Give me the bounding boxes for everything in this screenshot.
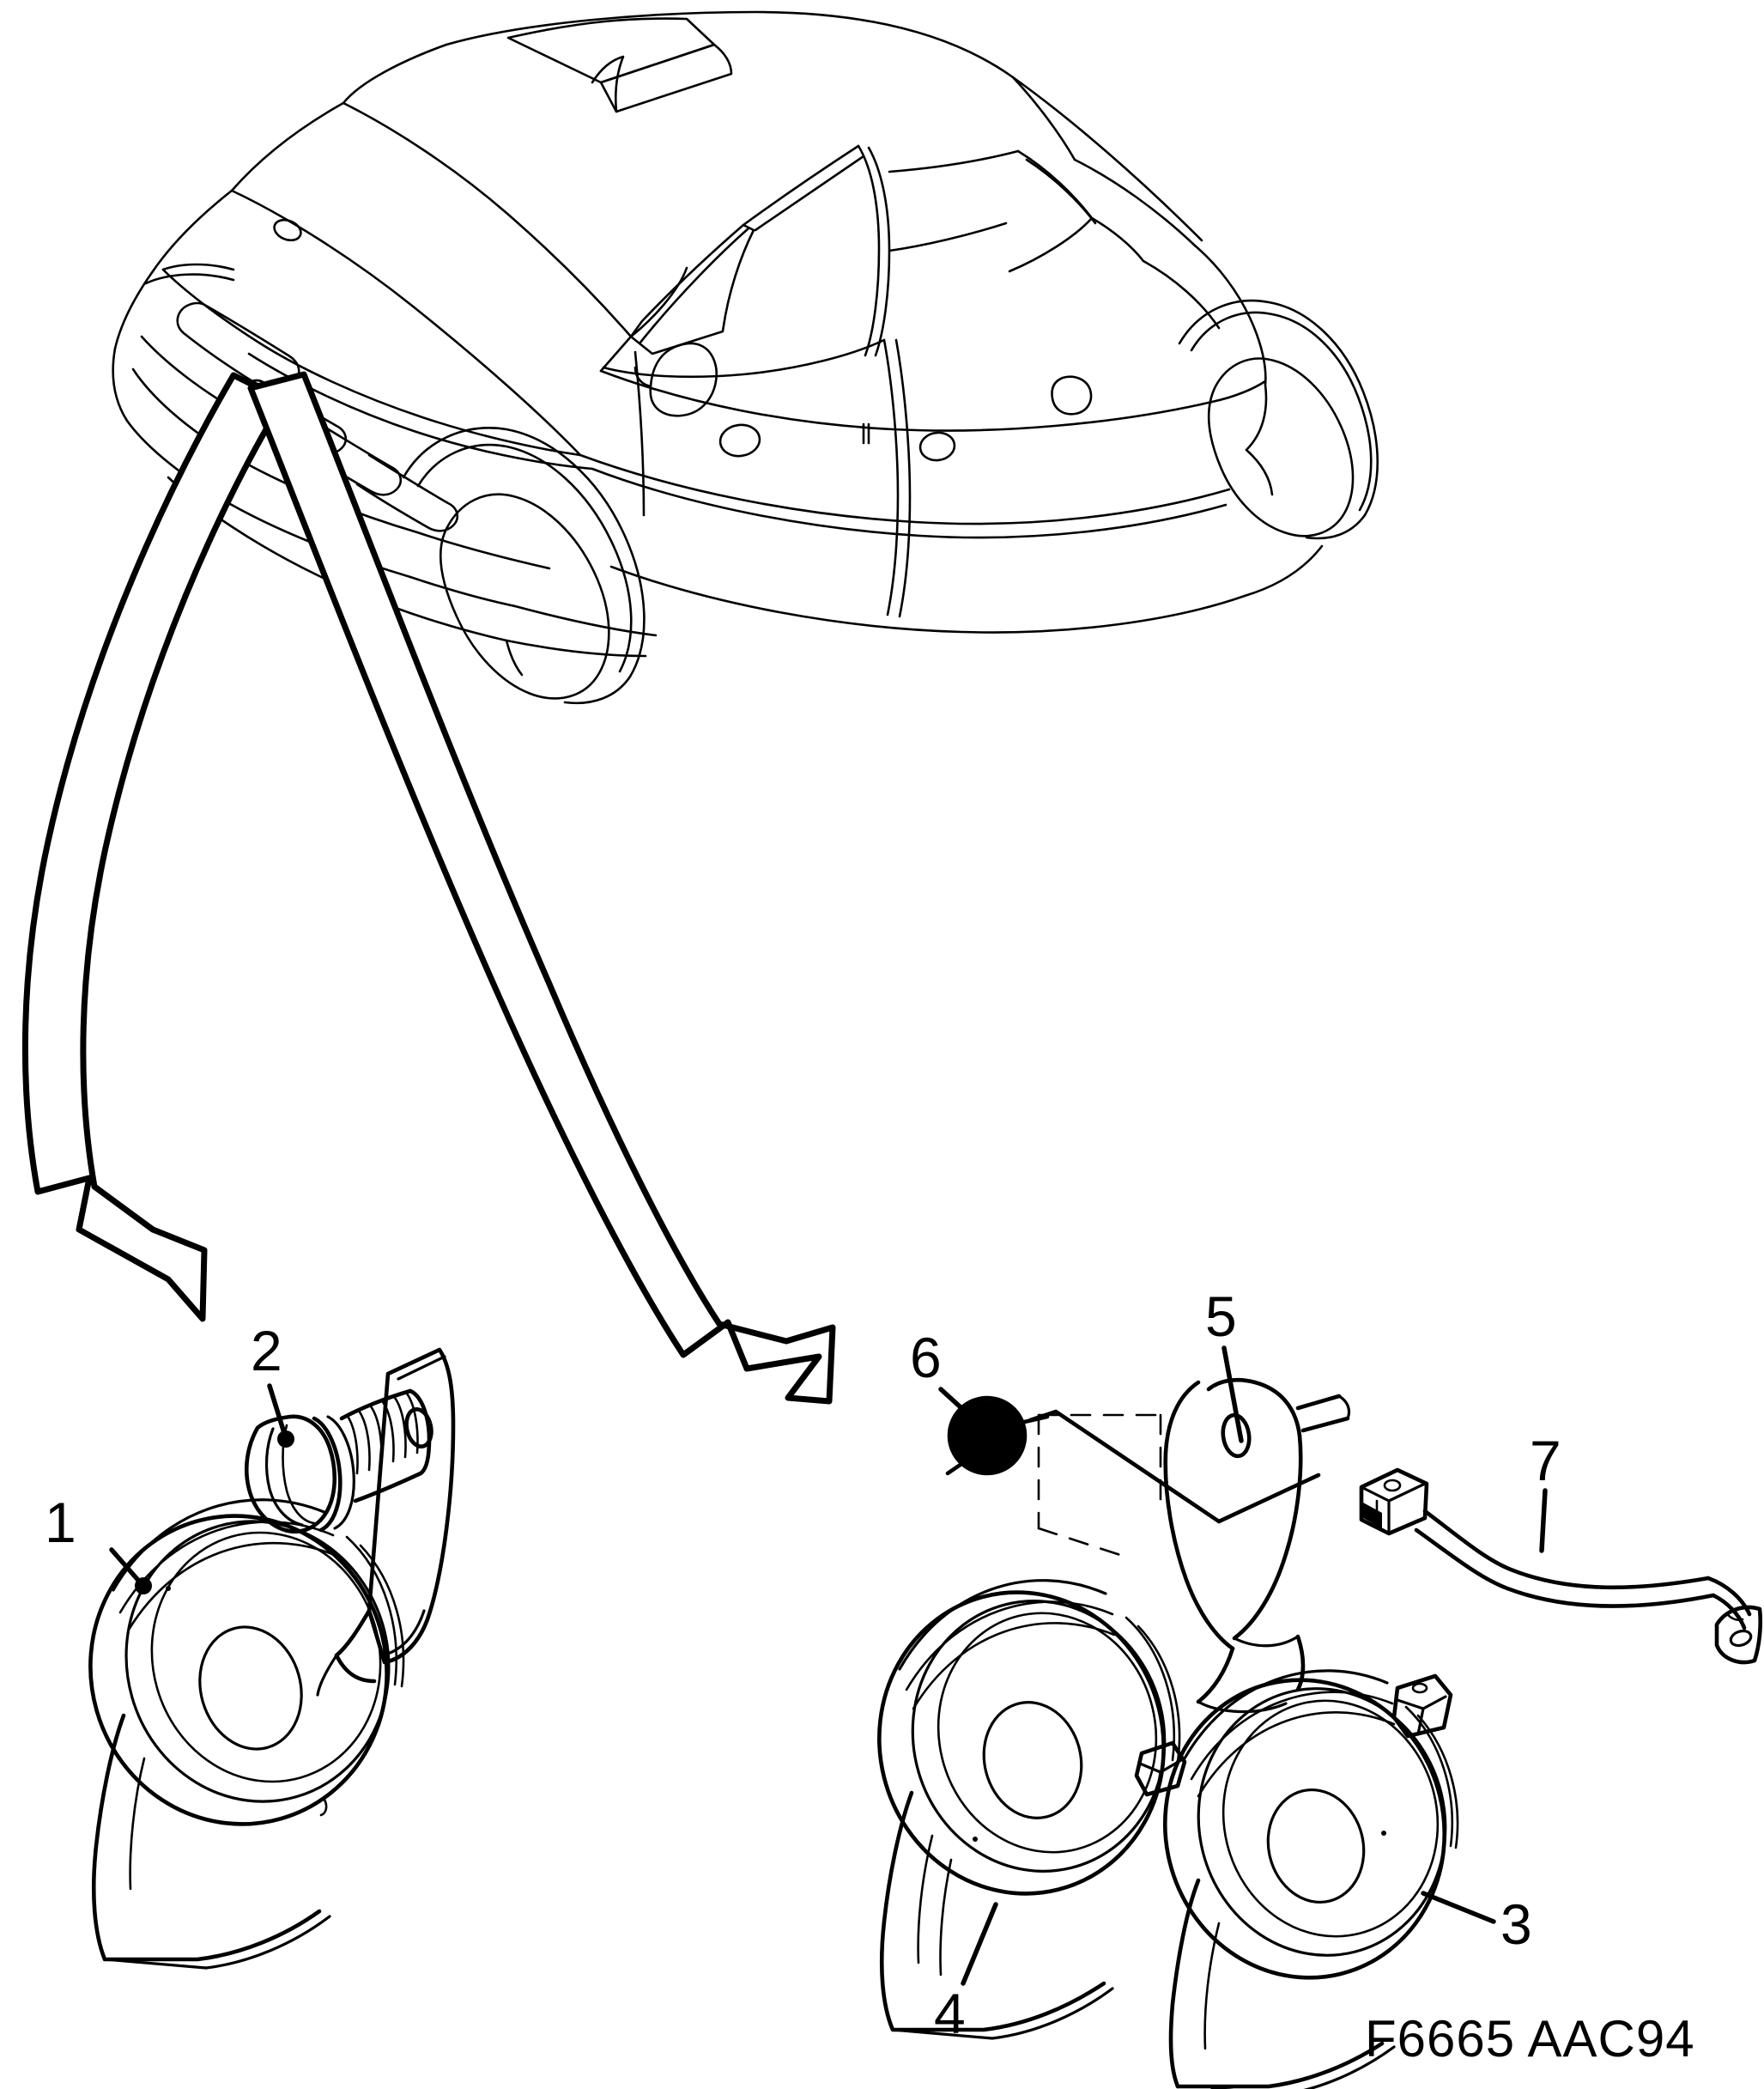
- arrow-to-right-horn: [247, 371, 836, 1405]
- horn-part-4: [877, 1579, 1181, 2040]
- bracket-part-5: [1037, 1345, 1351, 1714]
- callout-number-3: 3: [1500, 1892, 1532, 1956]
- callout-number-2: 2: [251, 1319, 282, 1382]
- callout-number-7: 7: [1530, 1429, 1561, 1492]
- horn-part-3: [1134, 1669, 1496, 2089]
- horn-mounting-plate-left: [316, 1347, 456, 1697]
- harness-part-7: [1359, 1467, 1763, 1665]
- nut-part-6: [938, 1387, 1321, 1524]
- callout-number-4: 4: [934, 1982, 966, 2045]
- bolt-part-2: [244, 1383, 432, 1533]
- callout-number-1: 1: [45, 1491, 76, 1554]
- car-outline: [112, 10, 1379, 705]
- figure-code: F6665 AAC94: [1365, 2010, 1695, 2068]
- callout-number-6: 6: [910, 1326, 942, 1389]
- arrow-to-left-horn: [21, 372, 287, 1322]
- callout-number-5: 5: [1205, 1284, 1237, 1348]
